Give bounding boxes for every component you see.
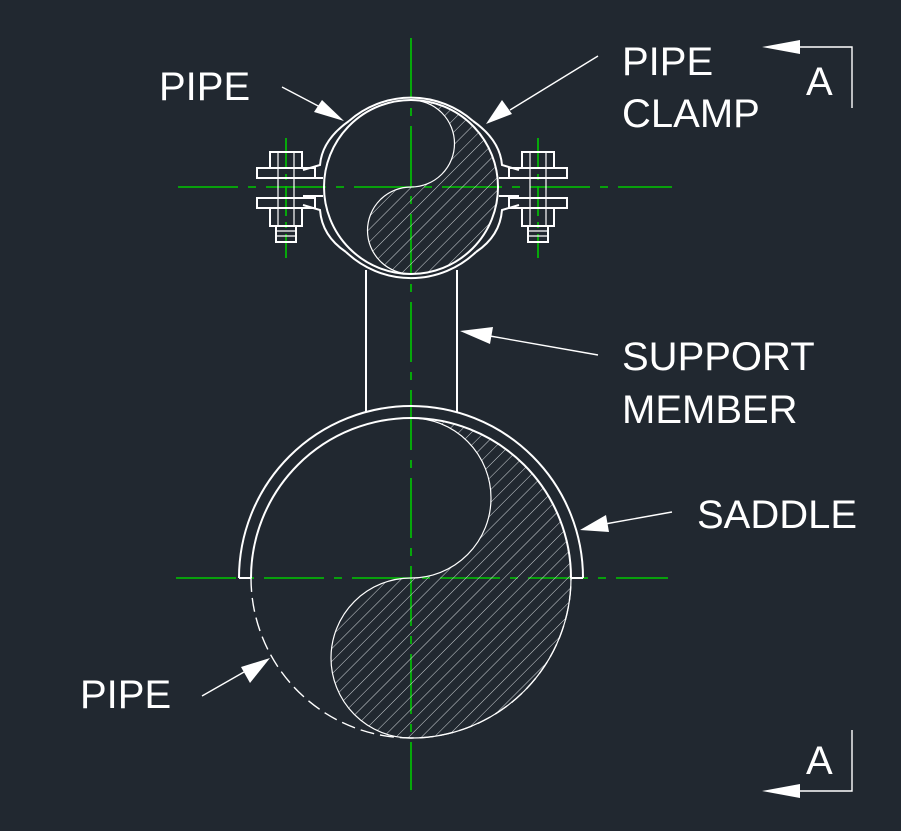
arrow-saddle [580,515,609,532]
right-bolt [508,151,568,243]
clamp-ear-right-bottom [475,204,520,253]
left-bolt-thread-end [275,225,297,243]
label-support-member-line1: SUPPORT [622,335,815,379]
right-bolt-washer-top [508,167,568,179]
label-pipe-bottom: PIPE [80,673,171,717]
leaders [201,55,673,697]
arrow-pipe-top [314,100,344,121]
left-bolt-washer-top [256,167,316,179]
label-pipe-top: PIPE [159,65,250,109]
label-saddle: SADDLE [697,493,857,537]
section-arrow-bottom [762,784,800,798]
section-marker-bottom [762,730,853,798]
lower-pipe-outline-bottom-hidden [250,577,572,739]
clamp-ear-right-top [472,120,520,171]
label-section-top: A [806,60,833,104]
label-section-bottom: A [806,739,833,783]
lower-pipe-section [250,417,572,739]
label-pipe-clamp-line1: PIPE [622,40,713,84]
left-bolt [256,151,316,243]
arrow-support-member [460,327,493,344]
label-pipe-clamp-line2: CLAMP [622,92,760,136]
upper-pipe-section [323,99,499,275]
clamp-band-top-outer [348,96,474,122]
clamp-band-bottom-outer [345,251,477,280]
arrow-pipe-bottom [241,658,270,683]
saddle [238,405,584,579]
arrow-pipe-clamp [486,100,512,124]
label-support-member-line2: MEMBER [622,388,798,432]
section-marker-top [762,40,853,108]
saddle-outer-arc [238,405,584,579]
section-arrow-top [762,40,800,54]
clamp-ear-left-top [302,120,350,171]
upper-pipe-outline [323,99,499,275]
support-member [365,270,458,412]
right-bolt-thread-end [527,225,549,243]
clamp-ear-left-bottom [302,204,347,253]
lower-pipe-outline-top [250,417,572,579]
